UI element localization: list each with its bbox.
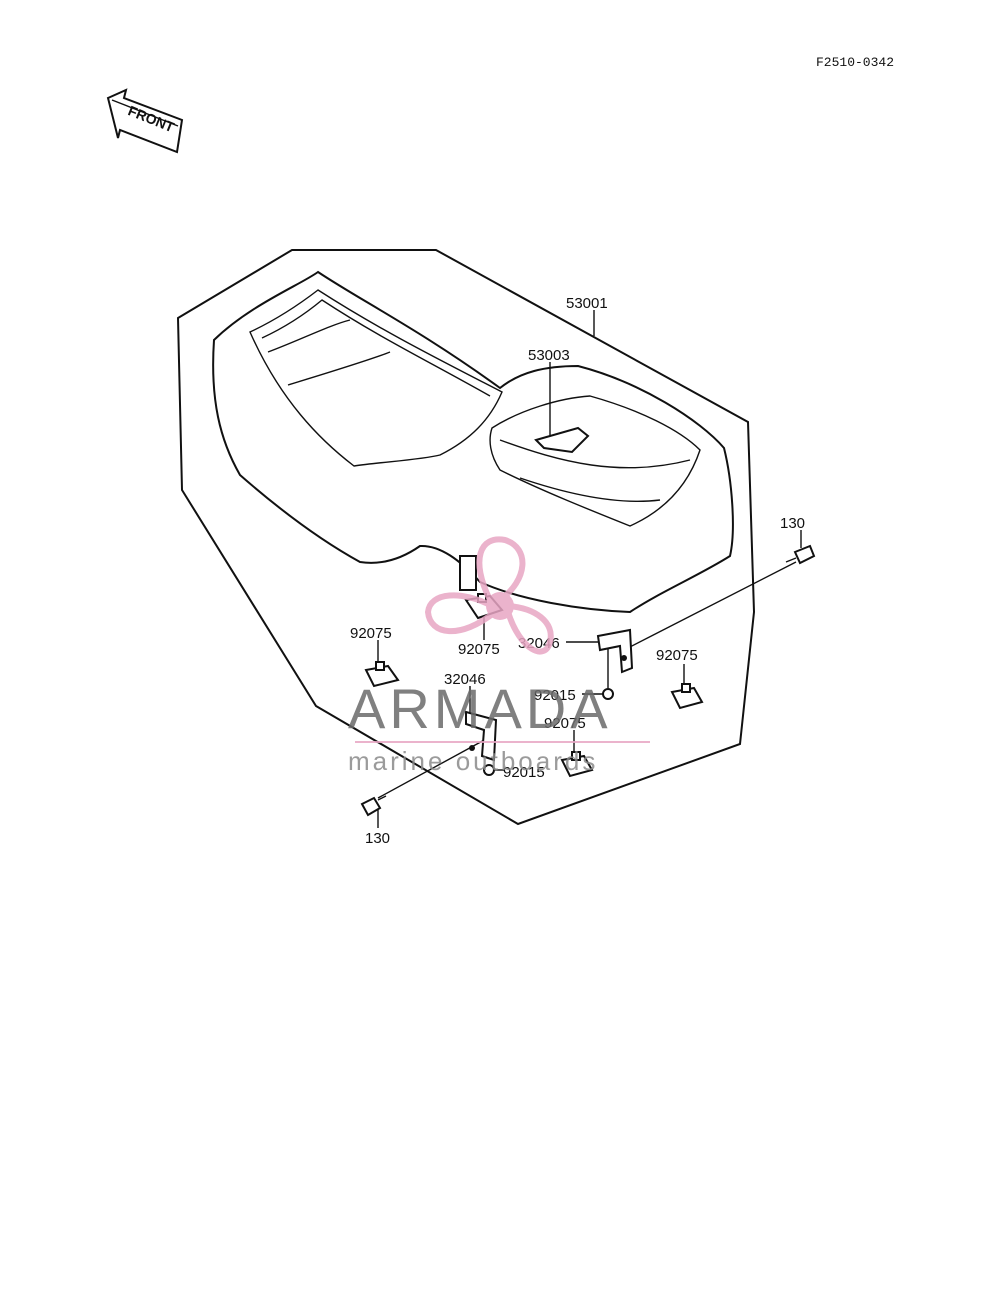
- nut-92015-left: [483, 764, 495, 776]
- label-92075-left: 92075: [350, 625, 392, 642]
- label-92015-right: 92015: [534, 687, 576, 704]
- document-code: F2510-0342: [816, 55, 894, 70]
- label-53001: 53001: [566, 295, 608, 312]
- propeller-logo-icon: [424, 536, 554, 655]
- label-92075-lower: 92075: [544, 715, 586, 732]
- stopper-92075-right: [670, 683, 704, 710]
- assembly-frame: [176, 249, 756, 826]
- label-92015-left: 92015: [503, 764, 545, 781]
- bolt-line-right: [623, 561, 797, 651]
- seat-illustration: [212, 270, 734, 614]
- watermark: ARMADA marine outboards: [348, 536, 650, 776]
- watermark-tagline: marine outboards: [348, 746, 598, 776]
- stopper-92075-left: [364, 661, 400, 688]
- label-92075-center: 92075: [458, 641, 500, 658]
- label-53003: 53003: [528, 347, 570, 364]
- label-92075-right: 92075: [656, 647, 698, 664]
- bracket-32046-left: [465, 710, 498, 762]
- stopper-92075-lower: [560, 751, 594, 778]
- label-130-left: 130: [365, 830, 390, 847]
- bolt-130-left: [360, 795, 387, 817]
- nut-92015-right: [602, 688, 614, 700]
- label-32046-left: 32046: [444, 671, 486, 688]
- bracket-32046-right: [596, 628, 634, 674]
- watermark-brand: ARMADA: [348, 677, 612, 740]
- bolt-130-right: [785, 544, 816, 565]
- label-130-right: 130: [780, 515, 805, 532]
- front-arrow-icon: FRONT: [106, 88, 184, 154]
